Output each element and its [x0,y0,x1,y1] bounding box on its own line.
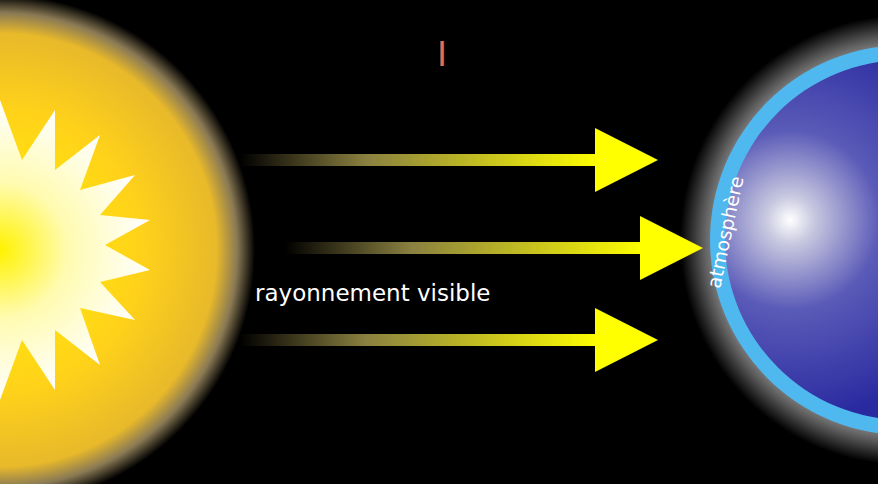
radiation-label: rayonnement visible [255,280,491,306]
figure-number: I [437,34,447,74]
